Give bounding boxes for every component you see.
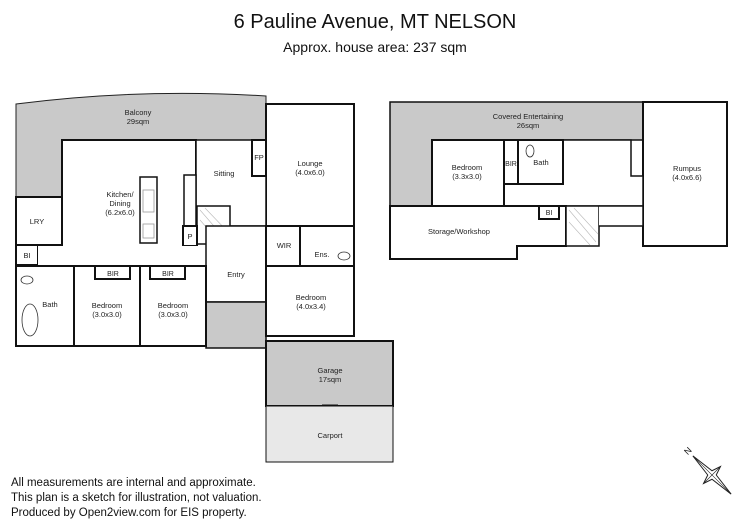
bi-label: BI (23, 251, 30, 260)
fireplace (251, 139, 267, 177)
kitchen-label: Kitchen/ (106, 190, 134, 199)
built-in-robe-1 (94, 265, 131, 280)
fp-label: FP (254, 153, 264, 162)
covered-entertaining-size: 26sqm (517, 121, 540, 130)
page-title: 6 Pauline Avenue, MT NELSON (233, 11, 517, 33)
upper-level-plan: Covered Entertaining 26sqm Bedroom (3.3x… (389, 101, 728, 260)
bedroom-2-size: (3.0x3.0) (158, 310, 188, 319)
bedroom-1-size: (3.0x3.0) (92, 310, 122, 319)
upper-built-in (538, 205, 560, 220)
bedroom-1-label: Bedroom (92, 301, 122, 310)
garage (265, 340, 394, 407)
bedroom-3-size: (4.0x3.4) (296, 302, 326, 311)
lounge-size: (4.0x6.0) (295, 168, 325, 177)
built-in-robe-2 (149, 265, 186, 280)
bath-label: Bath (42, 300, 57, 309)
dining-label: Dining (109, 199, 130, 208)
upper-bedroom-label: Bedroom (452, 163, 482, 172)
rumpus-size: (4.0x6.6) (672, 173, 702, 182)
bedroom-2-label: Bedroom (158, 301, 188, 310)
kitchen-size: (6.2x6.0) (105, 208, 135, 217)
north-label: N (682, 445, 694, 457)
rumpus-label: Rumpus (673, 164, 701, 173)
ens-label: Ens. (314, 250, 329, 259)
house-area: Approx. house area: 237 sqm (283, 39, 467, 55)
lounge-label: Lounge (297, 159, 322, 168)
wir-label: WIR (277, 241, 292, 250)
kitchen-island (139, 176, 158, 244)
upper-bi-label: BI (546, 210, 553, 217)
lry-label: LRY (30, 217, 44, 226)
laundry-room (15, 196, 63, 246)
bedroom-3 (265, 265, 355, 337)
carport (265, 405, 394, 463)
lower-level-plan: Balcony 29sqm Kitchen/ Dining (6.2x6.0) … (15, 92, 394, 463)
lounge-room (265, 103, 355, 227)
rumpus-room (642, 101, 728, 247)
bathtub (21, 303, 39, 337)
bir-1-label: BIR (107, 271, 119, 278)
pantry-label: P (187, 232, 192, 241)
storage-label: Storage/Workshop (428, 227, 490, 236)
disclaimer-line: Produced by Open2view.com for EIS proper… (11, 507, 247, 519)
upper-bir-label: BIR (505, 161, 517, 168)
upper-bedroom (431, 139, 505, 207)
balcony-label: Balcony (125, 108, 152, 117)
upper-bath-label: Bath (533, 158, 548, 167)
carport-label: Carport (317, 431, 343, 440)
entry-porch (205, 301, 267, 349)
garage-label: Garage (317, 366, 342, 375)
bedroom-3-label: Bedroom (296, 293, 326, 302)
disclaimer-line: All measurements are internal and approx… (11, 477, 256, 489)
bir-2-label: BIR (162, 271, 174, 278)
disclaimer: All measurements are internal and approx… (11, 476, 262, 521)
entry-room (205, 225, 267, 303)
disclaimer-line: This plan is a sketch for illustration, … (11, 492, 262, 504)
upper-bedroom-size: (3.3x3.0) (452, 172, 482, 181)
upper-bath (517, 139, 564, 185)
covered-entertaining-label: Covered Entertaining (493, 112, 563, 121)
compass-icon: N (682, 445, 732, 495)
garage-size: 17sqm (319, 375, 342, 384)
sitting-label: Sitting (214, 169, 235, 178)
entry-label: Entry (227, 270, 245, 279)
balcony-size: 29sqm (127, 117, 150, 126)
